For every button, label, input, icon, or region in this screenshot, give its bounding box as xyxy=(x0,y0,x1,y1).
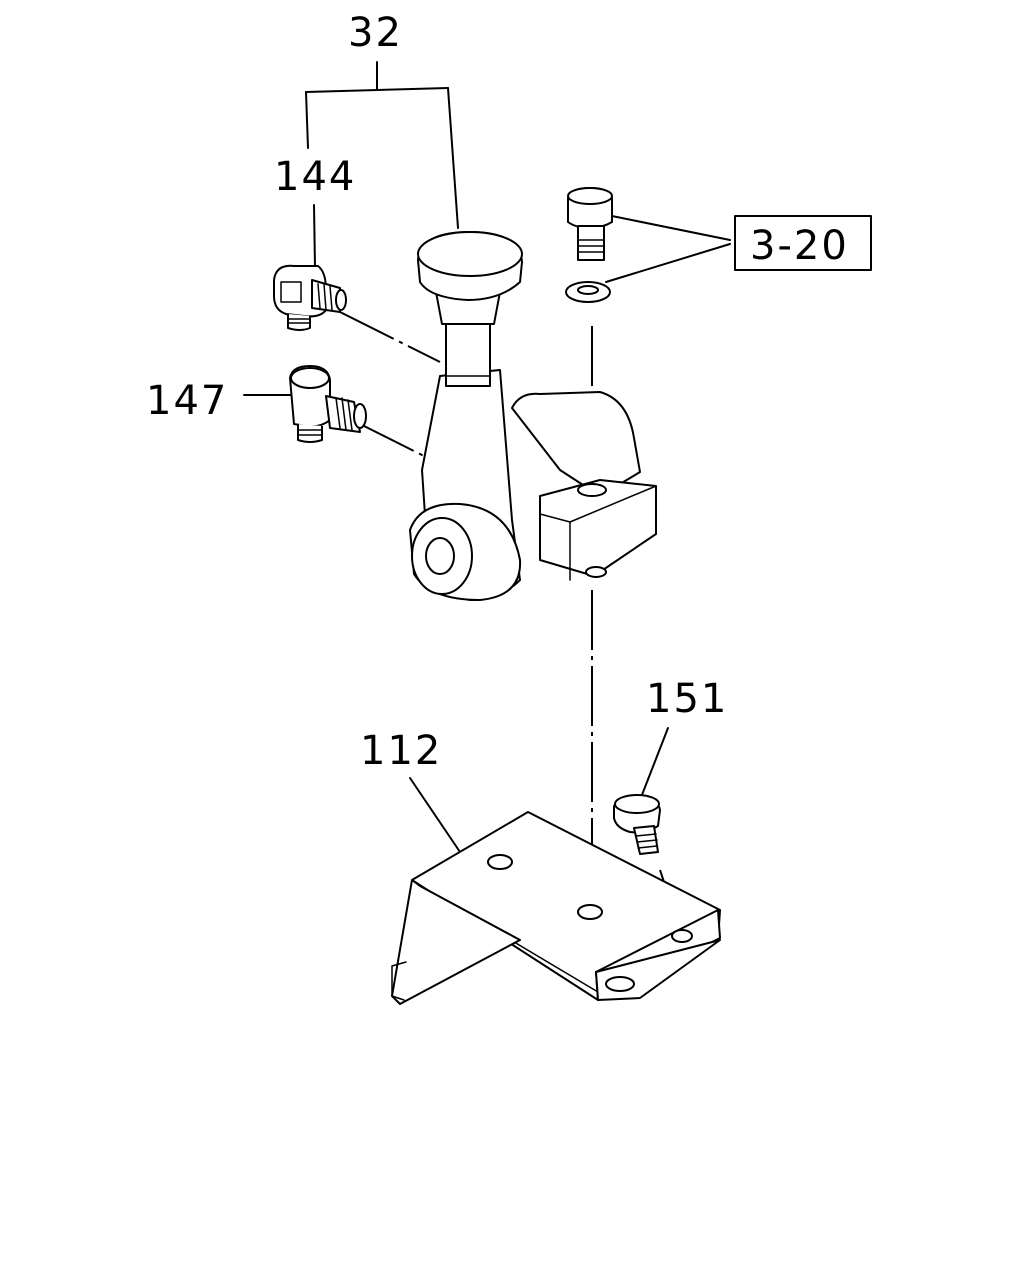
callout-3-20: 3-20 xyxy=(750,223,849,269)
leader-144 xyxy=(313,204,316,269)
elbow-fitting-144[interactable] xyxy=(273,264,347,331)
leader-112 xyxy=(409,777,461,853)
centerline-144 xyxy=(339,311,441,363)
bolt-3-20[interactable] xyxy=(567,187,613,261)
callout-3-20-box[interactable]: 3-20 xyxy=(734,215,872,271)
leader-3-20 xyxy=(605,215,731,283)
leader-32-bracket xyxy=(305,61,459,229)
elbow-fitting-147[interactable] xyxy=(289,365,367,443)
callout-32[interactable]: 32 xyxy=(348,10,403,56)
callout-151[interactable]: 151 xyxy=(646,676,728,722)
centerline-147 xyxy=(359,423,429,459)
washer-3-20[interactable] xyxy=(565,281,611,303)
callout-147[interactable]: 147 xyxy=(146,378,228,424)
callout-144[interactable]: 144 xyxy=(274,154,356,200)
bolt-151[interactable] xyxy=(613,794,661,855)
callout-112[interactable]: 112 xyxy=(360,728,442,774)
mounting-bracket-112[interactable] xyxy=(391,811,721,1005)
valve-assembly-32[interactable] xyxy=(409,231,657,601)
leader-151 xyxy=(639,727,669,801)
